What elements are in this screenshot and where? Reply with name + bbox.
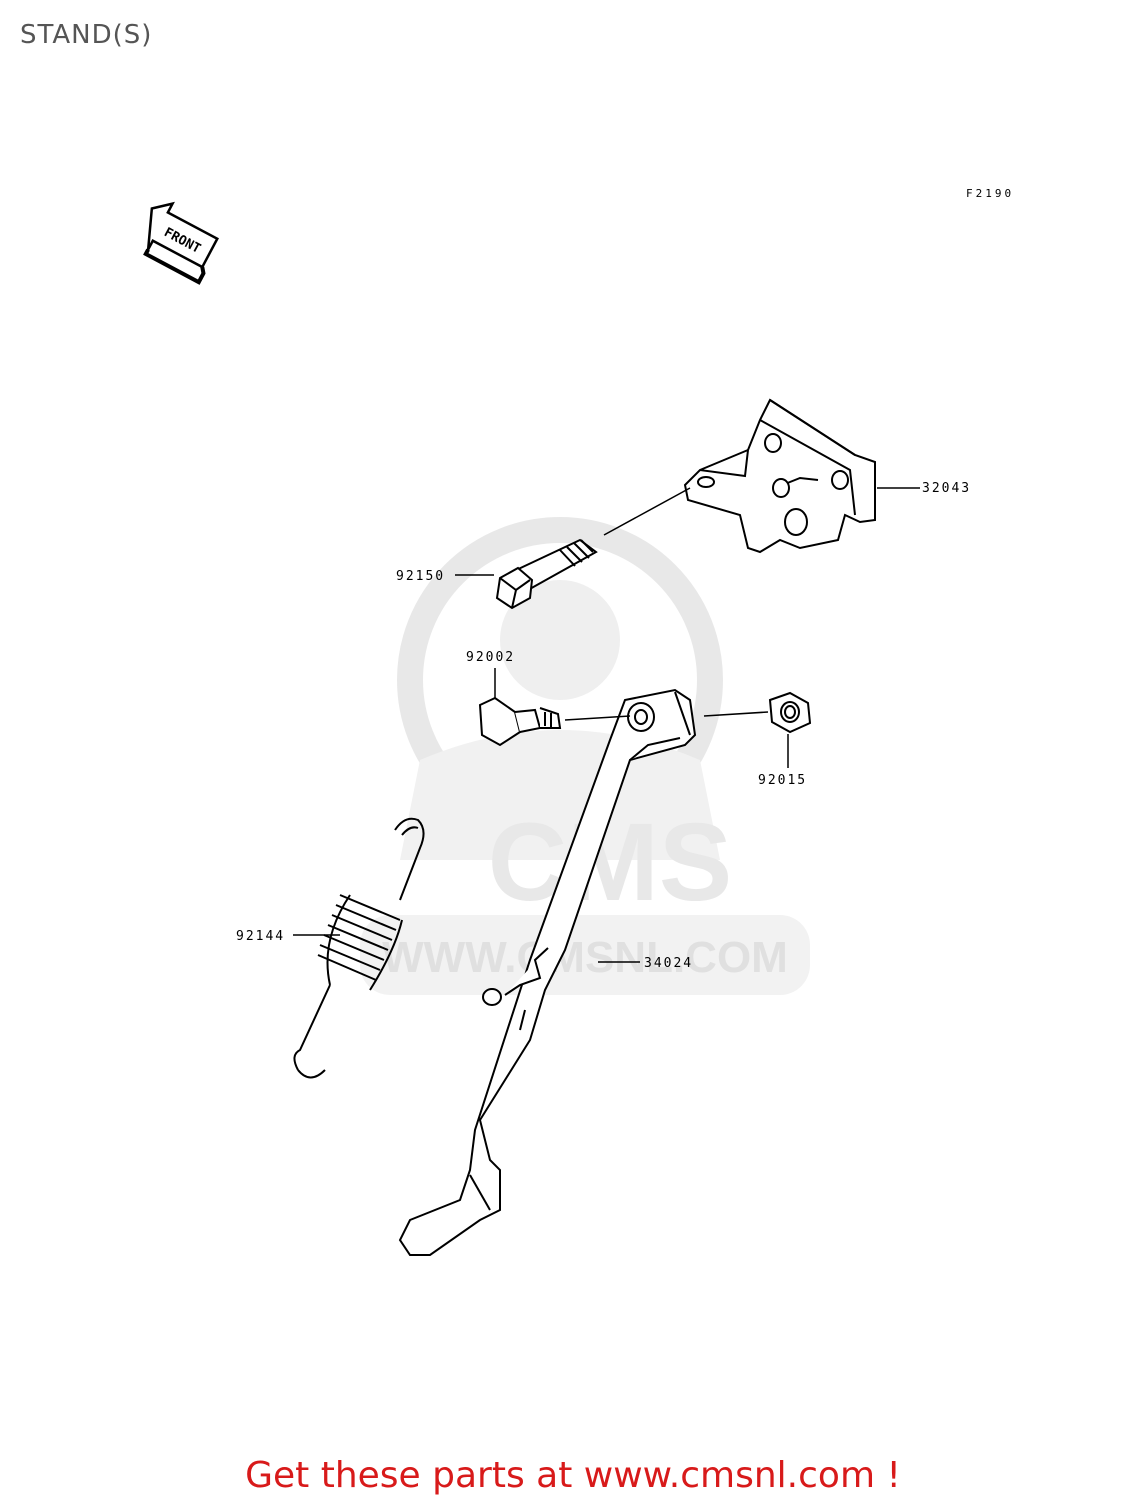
bolt-part (495, 538, 598, 610)
part-label-92150: 92150 (396, 569, 445, 584)
page-title: STAND(S) (20, 20, 153, 50)
figure-code: F2190 (966, 187, 1015, 200)
nut-part (768, 691, 812, 734)
pivot-bolt-part (478, 696, 562, 747)
watermark-url: WWW.CMSNL.COM (382, 933, 788, 982)
cms-watermark: CMS WWW.CMSNL.COM (360, 517, 810, 995)
part-label-32043: 32043 (922, 481, 971, 496)
side-stand-part (398, 688, 697, 1256)
footer-link[interactable]: Get these parts at www.cmsnl.com ! (245, 1455, 901, 1496)
part-label-34024: 34024 (644, 956, 693, 971)
leader-lines (293, 487, 920, 963)
spring-part (293, 817, 425, 1079)
part-label-92015: 92015 (758, 773, 807, 788)
bracket-part (683, 398, 876, 554)
part-label-92144: 92144 (236, 929, 285, 944)
part-label-92002: 92002 (466, 650, 515, 665)
parts-diagram: CMS WWW.CMSNL.COM FRONT (143, 201, 971, 1256)
front-arrow-icon: FRONT (143, 201, 219, 285)
